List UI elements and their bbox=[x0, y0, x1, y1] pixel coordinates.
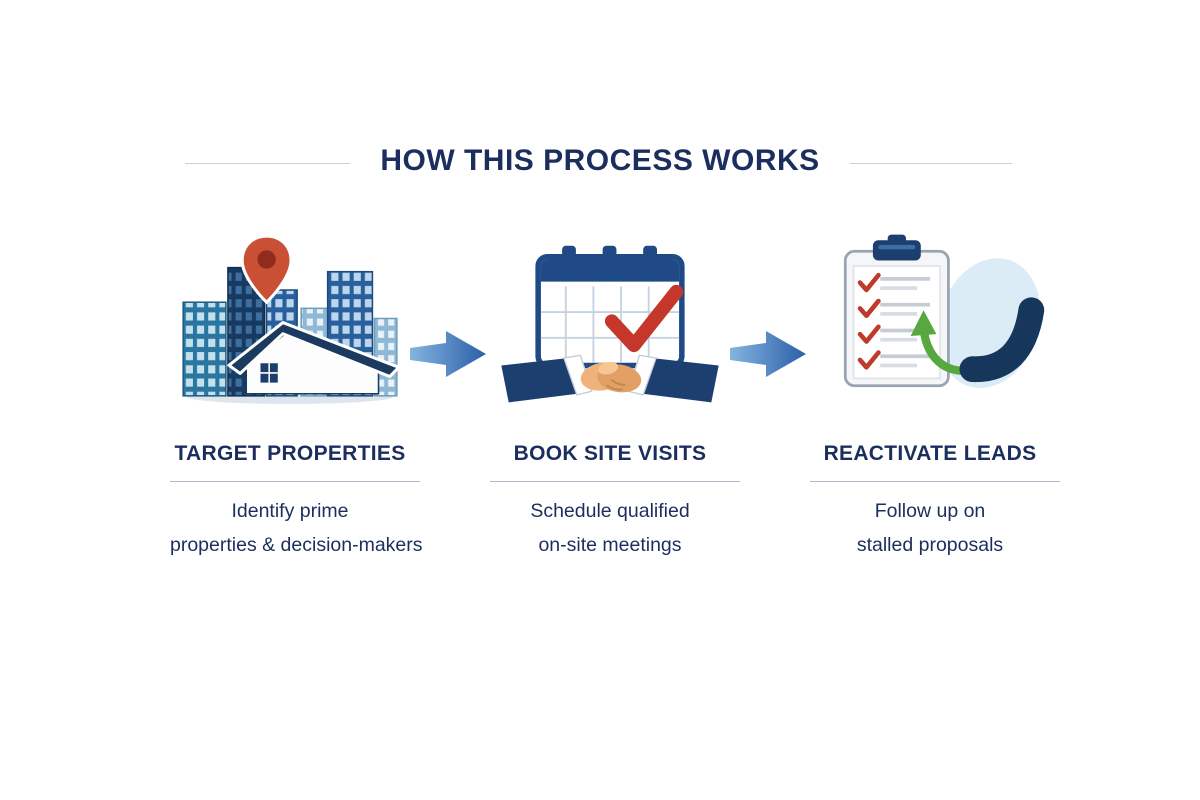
step-description: Identify prime properties & decision-mak… bbox=[170, 495, 423, 562]
location-pin-icon bbox=[240, 234, 293, 305]
step-description-line1: Schedule qualified bbox=[530, 500, 690, 522]
header: HOW THIS PROCESS WORKS bbox=[0, 144, 1200, 184]
buildings-location-pin-icon bbox=[170, 228, 410, 406]
clipboard-phone-callback-icon bbox=[810, 228, 1050, 406]
checklist-rows bbox=[857, 272, 930, 370]
step-description-line1: Follow up on bbox=[874, 500, 986, 522]
handshake-icon bbox=[501, 354, 719, 403]
calendar-handshake-icon bbox=[490, 228, 730, 406]
step-description-line2: stalled proposals bbox=[856, 533, 1004, 556]
step-target-properties: TARGET PROPERTIES Identify prime propert… bbox=[170, 228, 423, 562]
step-book-site-visits: BOOK SITE VISITS Schedule qualified on-s… bbox=[490, 228, 740, 562]
step-description: Schedule qualified on-site meetings bbox=[490, 495, 730, 562]
step-description-line2: on-site meetings bbox=[538, 533, 682, 556]
buildings-location-pin-icon-svg bbox=[182, 234, 401, 404]
step-description-line2: properties & decision-makers bbox=[170, 533, 423, 556]
step-description-line1: Identify prime bbox=[231, 500, 349, 522]
house-icon bbox=[227, 321, 401, 395]
step-title: TARGET PROPERTIES bbox=[174, 442, 406, 465]
step-title: BOOK SITE VISITS bbox=[513, 442, 707, 465]
step-description: Follow up on stalled proposals bbox=[810, 495, 1050, 562]
red-checkmark-icon bbox=[604, 284, 684, 353]
step-title: REACTIVATE LEADS bbox=[823, 442, 1037, 465]
step-title-underline bbox=[170, 481, 420, 482]
phone-handset-icon bbox=[959, 297, 1045, 383]
page-title: HOW THIS PROCESS WORKS bbox=[350, 144, 850, 178]
flow-arrow-icon bbox=[410, 324, 490, 384]
step-title-underline bbox=[810, 481, 1060, 482]
step-title-underline bbox=[490, 481, 740, 482]
calendar-handshake-icon-svg bbox=[501, 245, 719, 403]
green-callback-arrow-icon bbox=[910, 310, 966, 376]
flow-arrow-icon bbox=[730, 324, 810, 384]
step-reactivate-leads: REACTIVATE LEADS Follow up on stalled pr… bbox=[810, 228, 1060, 562]
clipboard-checklist-icon bbox=[843, 234, 950, 388]
steps-row: TARGET PROPERTIES Identify prime propert… bbox=[170, 228, 1060, 562]
clipboard-phone-icon-svg bbox=[843, 234, 1045, 389]
calendar-icon bbox=[535, 245, 685, 369]
